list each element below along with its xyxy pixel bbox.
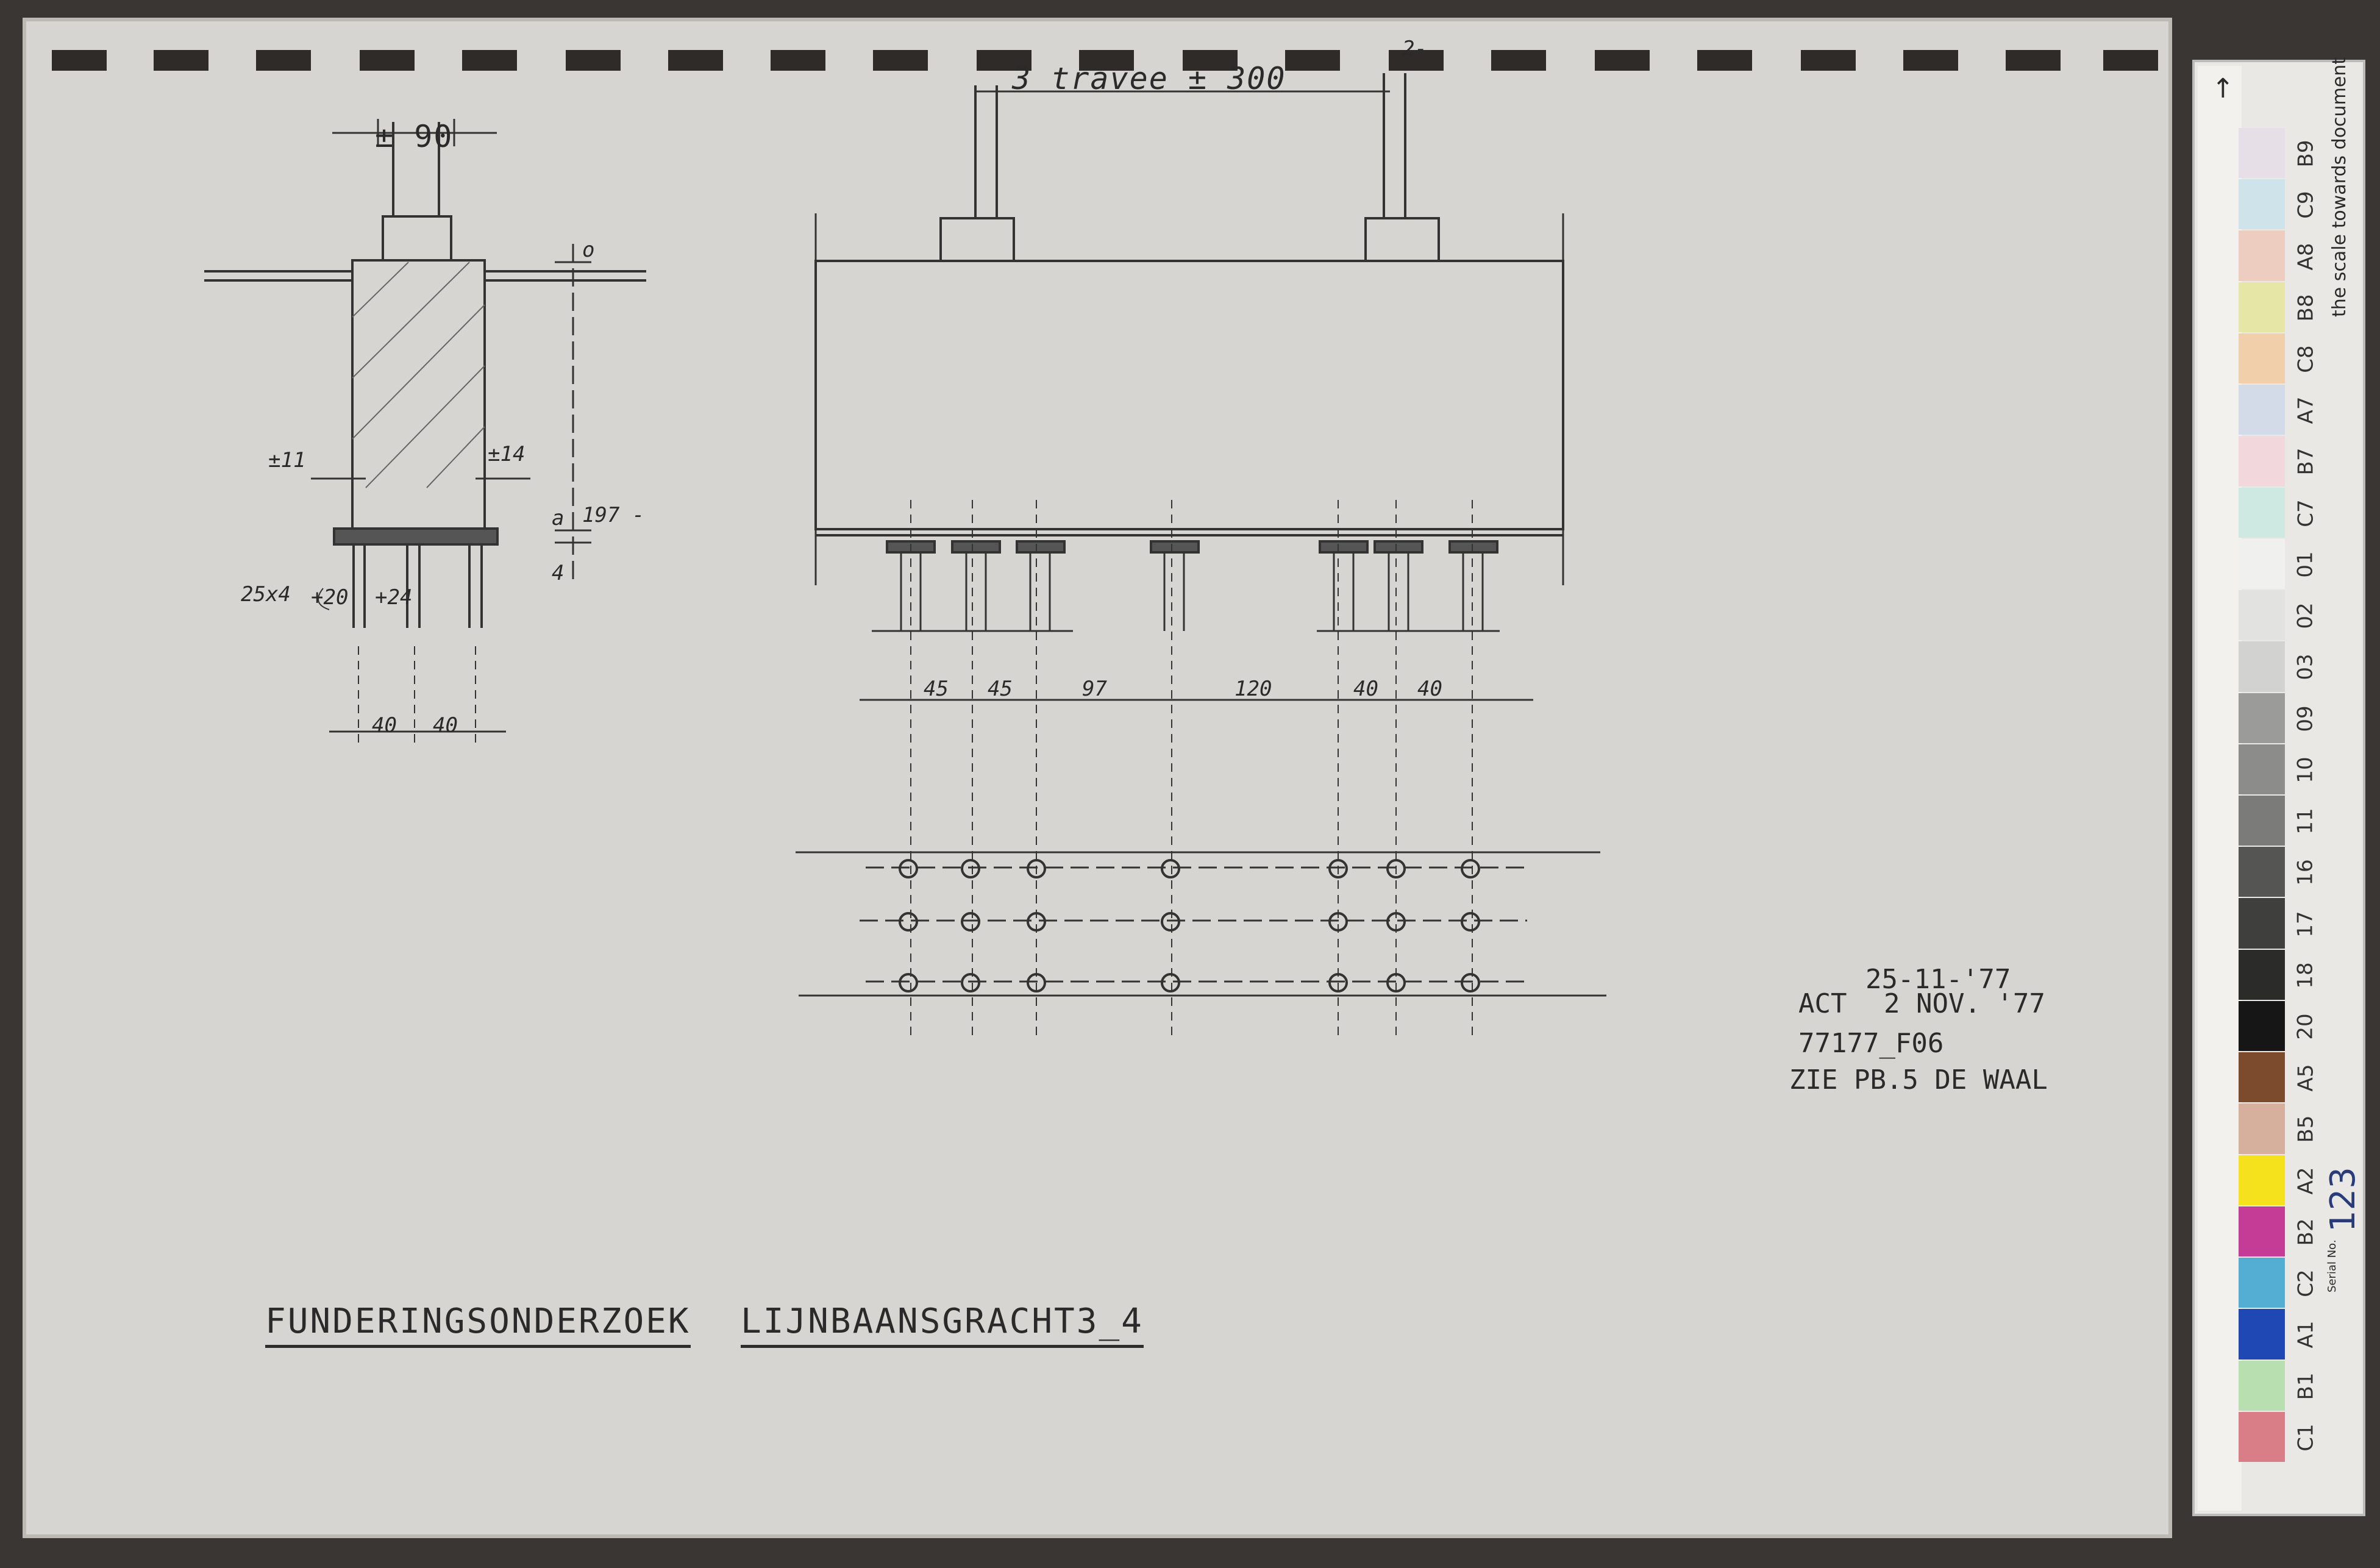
drawing-title-subject: FUNDERINGSONDERZOEK: [265, 1302, 691, 1348]
color-patch-label: A1: [2293, 1320, 2318, 1349]
pile-note-plus24: +24: [375, 585, 413, 610]
color-patch-label: 11: [2293, 808, 2318, 835]
reference-number: 77177_F06: [1798, 1028, 1944, 1059]
color-patch-02: 02: [2239, 590, 2318, 641]
color-patch-label: C8: [2293, 345, 2318, 373]
spacing-2: 45: [988, 677, 1013, 701]
color-patch-label: C9: [2293, 191, 2318, 219]
color-patch-label: B5: [2293, 1116, 2318, 1143]
color-patch-label: A7: [2293, 396, 2318, 424]
color-patch-10: 10: [2239, 744, 2318, 794]
color-patch-b2: B2: [2239, 1206, 2318, 1257]
color-patch-label: 20: [2293, 1013, 2318, 1040]
color-patch-label: A8: [2293, 243, 2318, 271]
depth-mark-b: 4: [552, 561, 565, 585]
see-reference: ZIE PB.5 DE WAAL: [1789, 1064, 2048, 1096]
color-patch-label: C2: [2293, 1269, 2318, 1297]
color-patch-label: B2: [2293, 1218, 2318, 1246]
color-patch-label: 01: [2293, 551, 2318, 578]
color-patch-a7: A7: [2239, 385, 2318, 435]
color-patch-c7: C7: [2239, 487, 2318, 538]
pile-plan: [796, 851, 1606, 997]
color-patch-03: 03: [2239, 641, 2318, 692]
serial-label: Serial No.: [2326, 1239, 2339, 1292]
color-patch-c8: C8: [2239, 333, 2318, 384]
act-label: ACT: [1798, 988, 1847, 1019]
color-patch-09: 09: [2239, 693, 2318, 743]
color-patch-label: 03: [2293, 654, 2318, 681]
color-patch-b1: B1: [2239, 1360, 2318, 1411]
serial-number: 123: [2323, 1167, 2363, 1232]
pile-note-size: 25x4: [241, 582, 291, 607]
color-patch-label: B8: [2293, 294, 2318, 322]
color-patch-label: B9: [2293, 140, 2318, 168]
bottom-dim-2: 40: [433, 713, 458, 738]
color-patch-c1: C1: [2239, 1411, 2318, 1462]
color-patch-label: 09: [2293, 705, 2318, 732]
pile-note-plus20: +20: [311, 585, 349, 610]
left-offset-dim: ±11: [268, 448, 306, 472]
right-offset-dim: ±14: [488, 442, 526, 466]
color-patch-label: A2: [2293, 1167, 2318, 1195]
color-patch-label: 18: [2293, 962, 2318, 989]
spacing-4: 120: [1235, 677, 1272, 701]
spacing-3: 97: [1082, 677, 1107, 701]
color-patch-a8: A8: [2239, 230, 2318, 281]
spacing-1: 45: [924, 677, 949, 701]
color-patch-b9: B9: [2239, 128, 2318, 179]
depth-dim: 197 -: [582, 503, 645, 527]
color-patch-label: 16: [2293, 859, 2318, 886]
arrow-up-icon: ↑: [2212, 73, 2234, 104]
spacing-6: 40: [1417, 677, 1442, 701]
top-dimension-section: ± 90: [375, 119, 454, 154]
color-patch-label: 17: [2293, 910, 2318, 938]
foundation-elevation: [814, 73, 1564, 1036]
color-patch-a2: A2: [2239, 1155, 2318, 1205]
spacing-5: 40: [1353, 677, 1378, 701]
color-patch-b7: B7: [2239, 436, 2318, 486]
date-stamp-1: 25-11-'77: [1865, 964, 2011, 995]
color-patch-18: 18: [2239, 949, 2318, 1000]
color-patch-a5: A5: [2239, 1052, 2318, 1103]
date-stamp-2: 2 NOV. '77: [1884, 988, 2045, 1019]
color-patch-label: 10: [2293, 757, 2318, 783]
scale-caption: the scale towards document: [2329, 57, 2350, 317]
color-patch-c9: C9: [2239, 179, 2318, 230]
color-patch-b8: B8: [2239, 282, 2318, 332]
color-patch-label: B1: [2293, 1372, 2318, 1400]
color-patch-20: 20: [2239, 1000, 2318, 1052]
color-patch-17: 17: [2239, 898, 2318, 949]
color-patch-label: C7: [2293, 499, 2318, 527]
color-patch-label: 02: [2293, 602, 2318, 629]
color-patch-a1: A1: [2239, 1309, 2318, 1360]
color-patch-c2: C2: [2239, 1258, 2318, 1308]
color-patch-label: C1: [2293, 1424, 2318, 1452]
paper-sheet: [24, 20, 2170, 1536]
color-patch-16: 16: [2239, 847, 2318, 897]
level-zero-mark: o: [582, 238, 595, 262]
perforation-row: [52, 50, 2158, 71]
color-patch-label: A5: [2293, 1064, 2318, 1092]
foundation-cross-section: [204, 119, 646, 744]
depth-mark-a: a: [552, 506, 565, 530]
color-patch-b5: B5: [2239, 1103, 2318, 1154]
bottom-dim-1: 40: [372, 713, 397, 738]
travee-dimension: 3 travee ± 300: [1012, 61, 1286, 96]
color-patch-label: B7: [2293, 448, 2318, 476]
color-patch-01: 01: [2239, 538, 2318, 590]
drawing-title-address: LIJNBAANSGRACHT3_4: [741, 1302, 1144, 1348]
corner-mark: 2-: [1402, 37, 1427, 61]
color-patch-11: 11: [2239, 796, 2318, 846]
